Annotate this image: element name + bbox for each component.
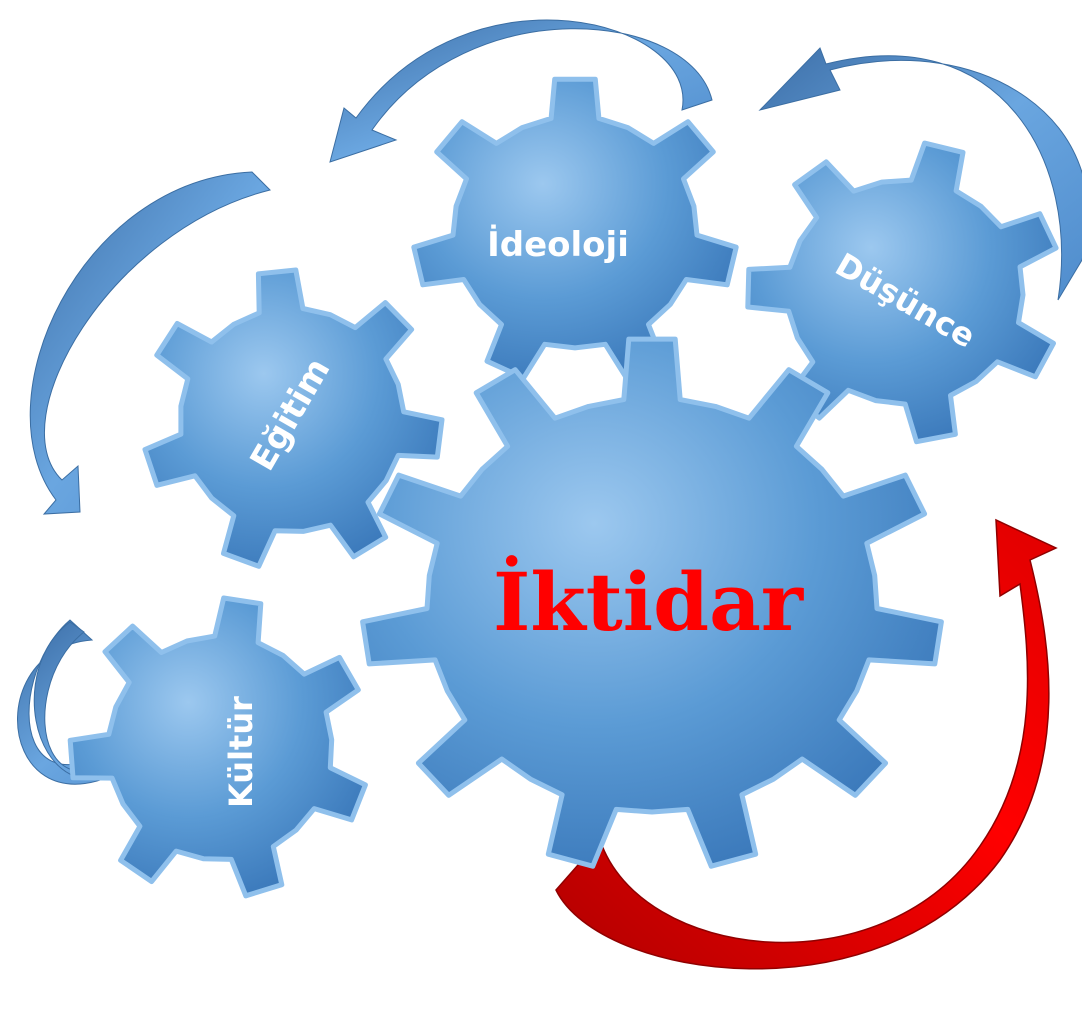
arrow-egitim-to-kultur bbox=[29, 171, 271, 515]
gear-ideoloji-label: İdeoloji bbox=[487, 224, 629, 265]
gear-kultur-shape bbox=[67, 595, 368, 899]
gear-dusunce: Düşünce bbox=[745, 140, 1059, 445]
arrow-dusunce-to-ideoloji bbox=[758, 47, 1082, 301]
gear-iktidar-shape bbox=[360, 336, 944, 869]
gear-ideoloji: İdeoloji bbox=[411, 76, 739, 381]
arrow-ideoloji-to-egitim bbox=[329, 19, 713, 163]
gear-iktidar: İktidar bbox=[360, 336, 944, 869]
arrow-iktidar-cycle bbox=[555, 518, 1058, 970]
gear-kultur: Kültür bbox=[67, 595, 368, 899]
gear-kultur-label: Kültür bbox=[222, 696, 260, 808]
gear-egitim: Eğitim bbox=[142, 267, 445, 569]
gear-iktidar-label: İktidar bbox=[493, 554, 804, 649]
gear-egitim-shape bbox=[142, 267, 445, 569]
gear-dusunce-shape bbox=[745, 140, 1059, 445]
